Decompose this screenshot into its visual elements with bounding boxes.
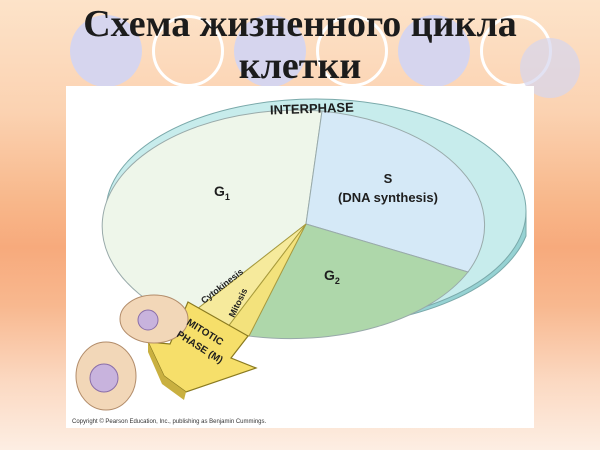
g2-label-main: G xyxy=(324,267,335,283)
s-label-line1: S xyxy=(384,171,393,186)
g1-label-sub: 1 xyxy=(225,192,230,202)
slide-title-line1: Схема жизненного цикла xyxy=(83,3,517,45)
g1-sector xyxy=(101,109,323,321)
g2-label-sub: 2 xyxy=(335,276,340,286)
s-sector xyxy=(305,110,486,273)
decor-circle xyxy=(234,15,306,87)
parent-cell-nucleus xyxy=(137,309,159,331)
arrow-shadow xyxy=(148,342,186,400)
decor-ring xyxy=(316,15,388,87)
slide-title-line2: клетки xyxy=(238,45,362,87)
decor-circle xyxy=(398,15,470,87)
copyright-notice: Copyright © Pearson Education, Inc., pub… xyxy=(72,419,267,425)
daughter-cell-nucleus xyxy=(89,363,119,393)
g2-sector xyxy=(248,223,469,340)
cell-cycle-diagram: INTERPHASE G1 S (DNA synthesis) G2 Cytok… xyxy=(66,86,534,428)
s-label-line2: (DNA synthesis) xyxy=(338,190,438,205)
g1-label-main: G xyxy=(214,183,225,199)
interphase-label: INTERPHASE xyxy=(270,100,355,118)
g1-label: G1 xyxy=(214,183,230,202)
decor-circle xyxy=(70,15,142,87)
decor-ring xyxy=(152,15,224,87)
g2-label: G2 xyxy=(324,267,340,286)
